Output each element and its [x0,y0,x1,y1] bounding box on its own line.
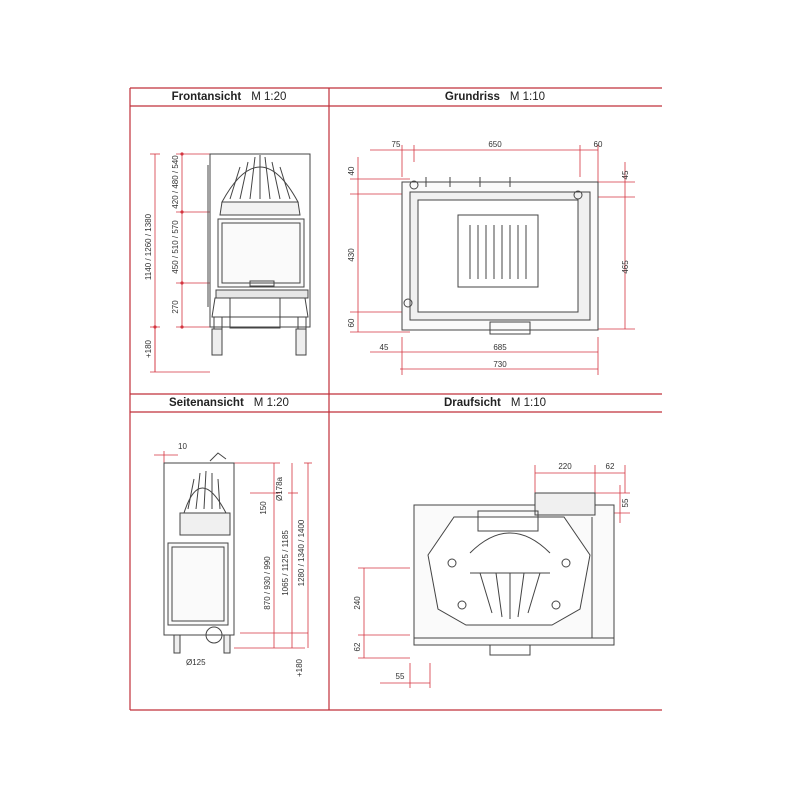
side-dim-h-b: 1065 / 1125 / 1185 [281,530,290,596]
top-dim-left-a: 240 [353,596,362,610]
plan-dim-left-bottom: 60 [347,318,356,327]
top-view-header: Draufsicht M 1:10 [330,395,660,412]
plan-view-scale: M 1:10 [509,91,546,103]
side-view-header: Seitenansicht M 1:20 [130,395,328,412]
plan-dim-left-mid: 430 [347,248,356,262]
side-view-drawing: 10 Ø178a 150 870 / 930 / 990 1065 / 1125… [154,442,312,677]
front-dim-total: 1140 / 1260 / 1380 [144,213,153,280]
top-dim-right-a: 55 [621,498,630,507]
plan-dim-left-top: 40 [347,166,356,175]
front-dim-bottom: 270 [171,300,180,314]
top-dim-a: 220 [558,462,572,471]
top-view-scale: M 1:10 [510,397,547,409]
plan-dim-bottom-mid: 685 [493,343,507,352]
plan-dim-right-mid: 465 [621,260,630,274]
plan-dim-top-right: 60 [594,140,603,149]
top-dim-b: 62 [606,462,615,471]
side-dim-h-a: 870 / 930 / 990 [263,556,272,610]
plan-dim-bottom-total: 730 [493,360,507,369]
plan-view-header: Grundriss M 1:10 [330,89,660,106]
top-fireplace-outline [413,492,615,656]
front-dim-top: 420 / 480 / 540 [171,155,180,209]
side-view-scale: M 1:20 [253,397,289,409]
front-view-scale: M 1:20 [251,91,287,103]
side-dim-150: 150 [259,501,268,515]
top-dim-left-b: 62 [353,642,362,651]
plan-dim-top-left: 75 [392,140,401,149]
side-view-title: Seitenansicht [169,397,244,409]
front-dim-mid: 450 / 510 / 570 [171,220,180,274]
side-dim-diam-flue: Ø178a [275,476,284,501]
front-view-header: Frontansicht M 1:20 [130,89,328,106]
plan-firebox-outline [401,177,599,335]
top-dimension-lines [358,465,630,688]
front-view-drawing: 1140 / 1260 / 1380 420 / 480 / 540 450 /… [144,152,311,373]
plan-dim-bottom-left: 45 [380,343,389,352]
front-view-title: Frontansicht [171,91,242,103]
top-view-title: Draufsicht [443,397,501,409]
side-dim-foot: +180 [295,658,304,677]
front-fireplace-outline [207,153,311,356]
plan-dim-right-top: 45 [621,170,630,179]
side-dim-top: 10 [178,442,187,451]
side-dimension-lines [154,451,312,649]
plan-dim-top-mid: 650 [488,140,502,149]
side-fireplace-outline [163,452,235,654]
top-view-drawing: 220 62 55 240 62 55 [353,462,630,688]
top-dim-bottom: 55 [396,672,405,681]
side-dim-h-c: 1280 / 1340 / 1400 [297,519,306,586]
front-dim-foot: +180 [144,339,153,358]
side-dim-diam-air: Ø125 [186,658,206,667]
plan-view-title: Grundriss [444,91,500,103]
front-dimension-lines [150,153,210,373]
plan-view-drawing: 75 650 60 40 430 60 45 465 45 685 730 [347,140,635,375]
